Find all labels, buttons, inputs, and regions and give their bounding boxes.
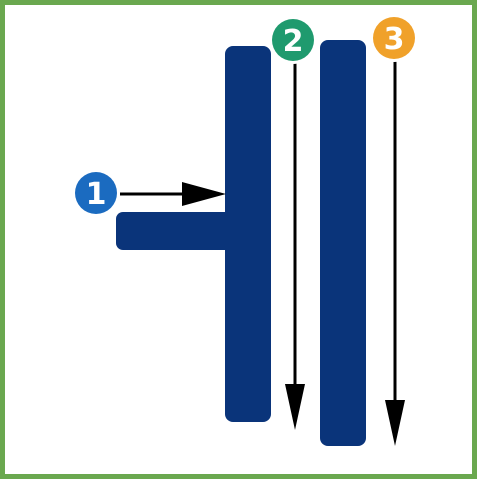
arrow-3-vertical bbox=[385, 58, 405, 446]
badge-3: 3 bbox=[370, 14, 418, 62]
arrow-1-horizontal bbox=[120, 182, 226, 206]
vertical-bar-right bbox=[320, 40, 366, 446]
badge-2: 2 bbox=[269, 16, 317, 64]
arrow-2-vertical bbox=[285, 62, 305, 430]
vertical-bar-middle bbox=[225, 46, 271, 422]
badge-1-label: 1 bbox=[86, 177, 107, 212]
badge-1: 1 bbox=[72, 169, 120, 217]
horizontal-stem-bar bbox=[116, 212, 246, 250]
badge-2-label: 2 bbox=[283, 24, 304, 59]
badge-3-label: 3 bbox=[384, 22, 405, 57]
